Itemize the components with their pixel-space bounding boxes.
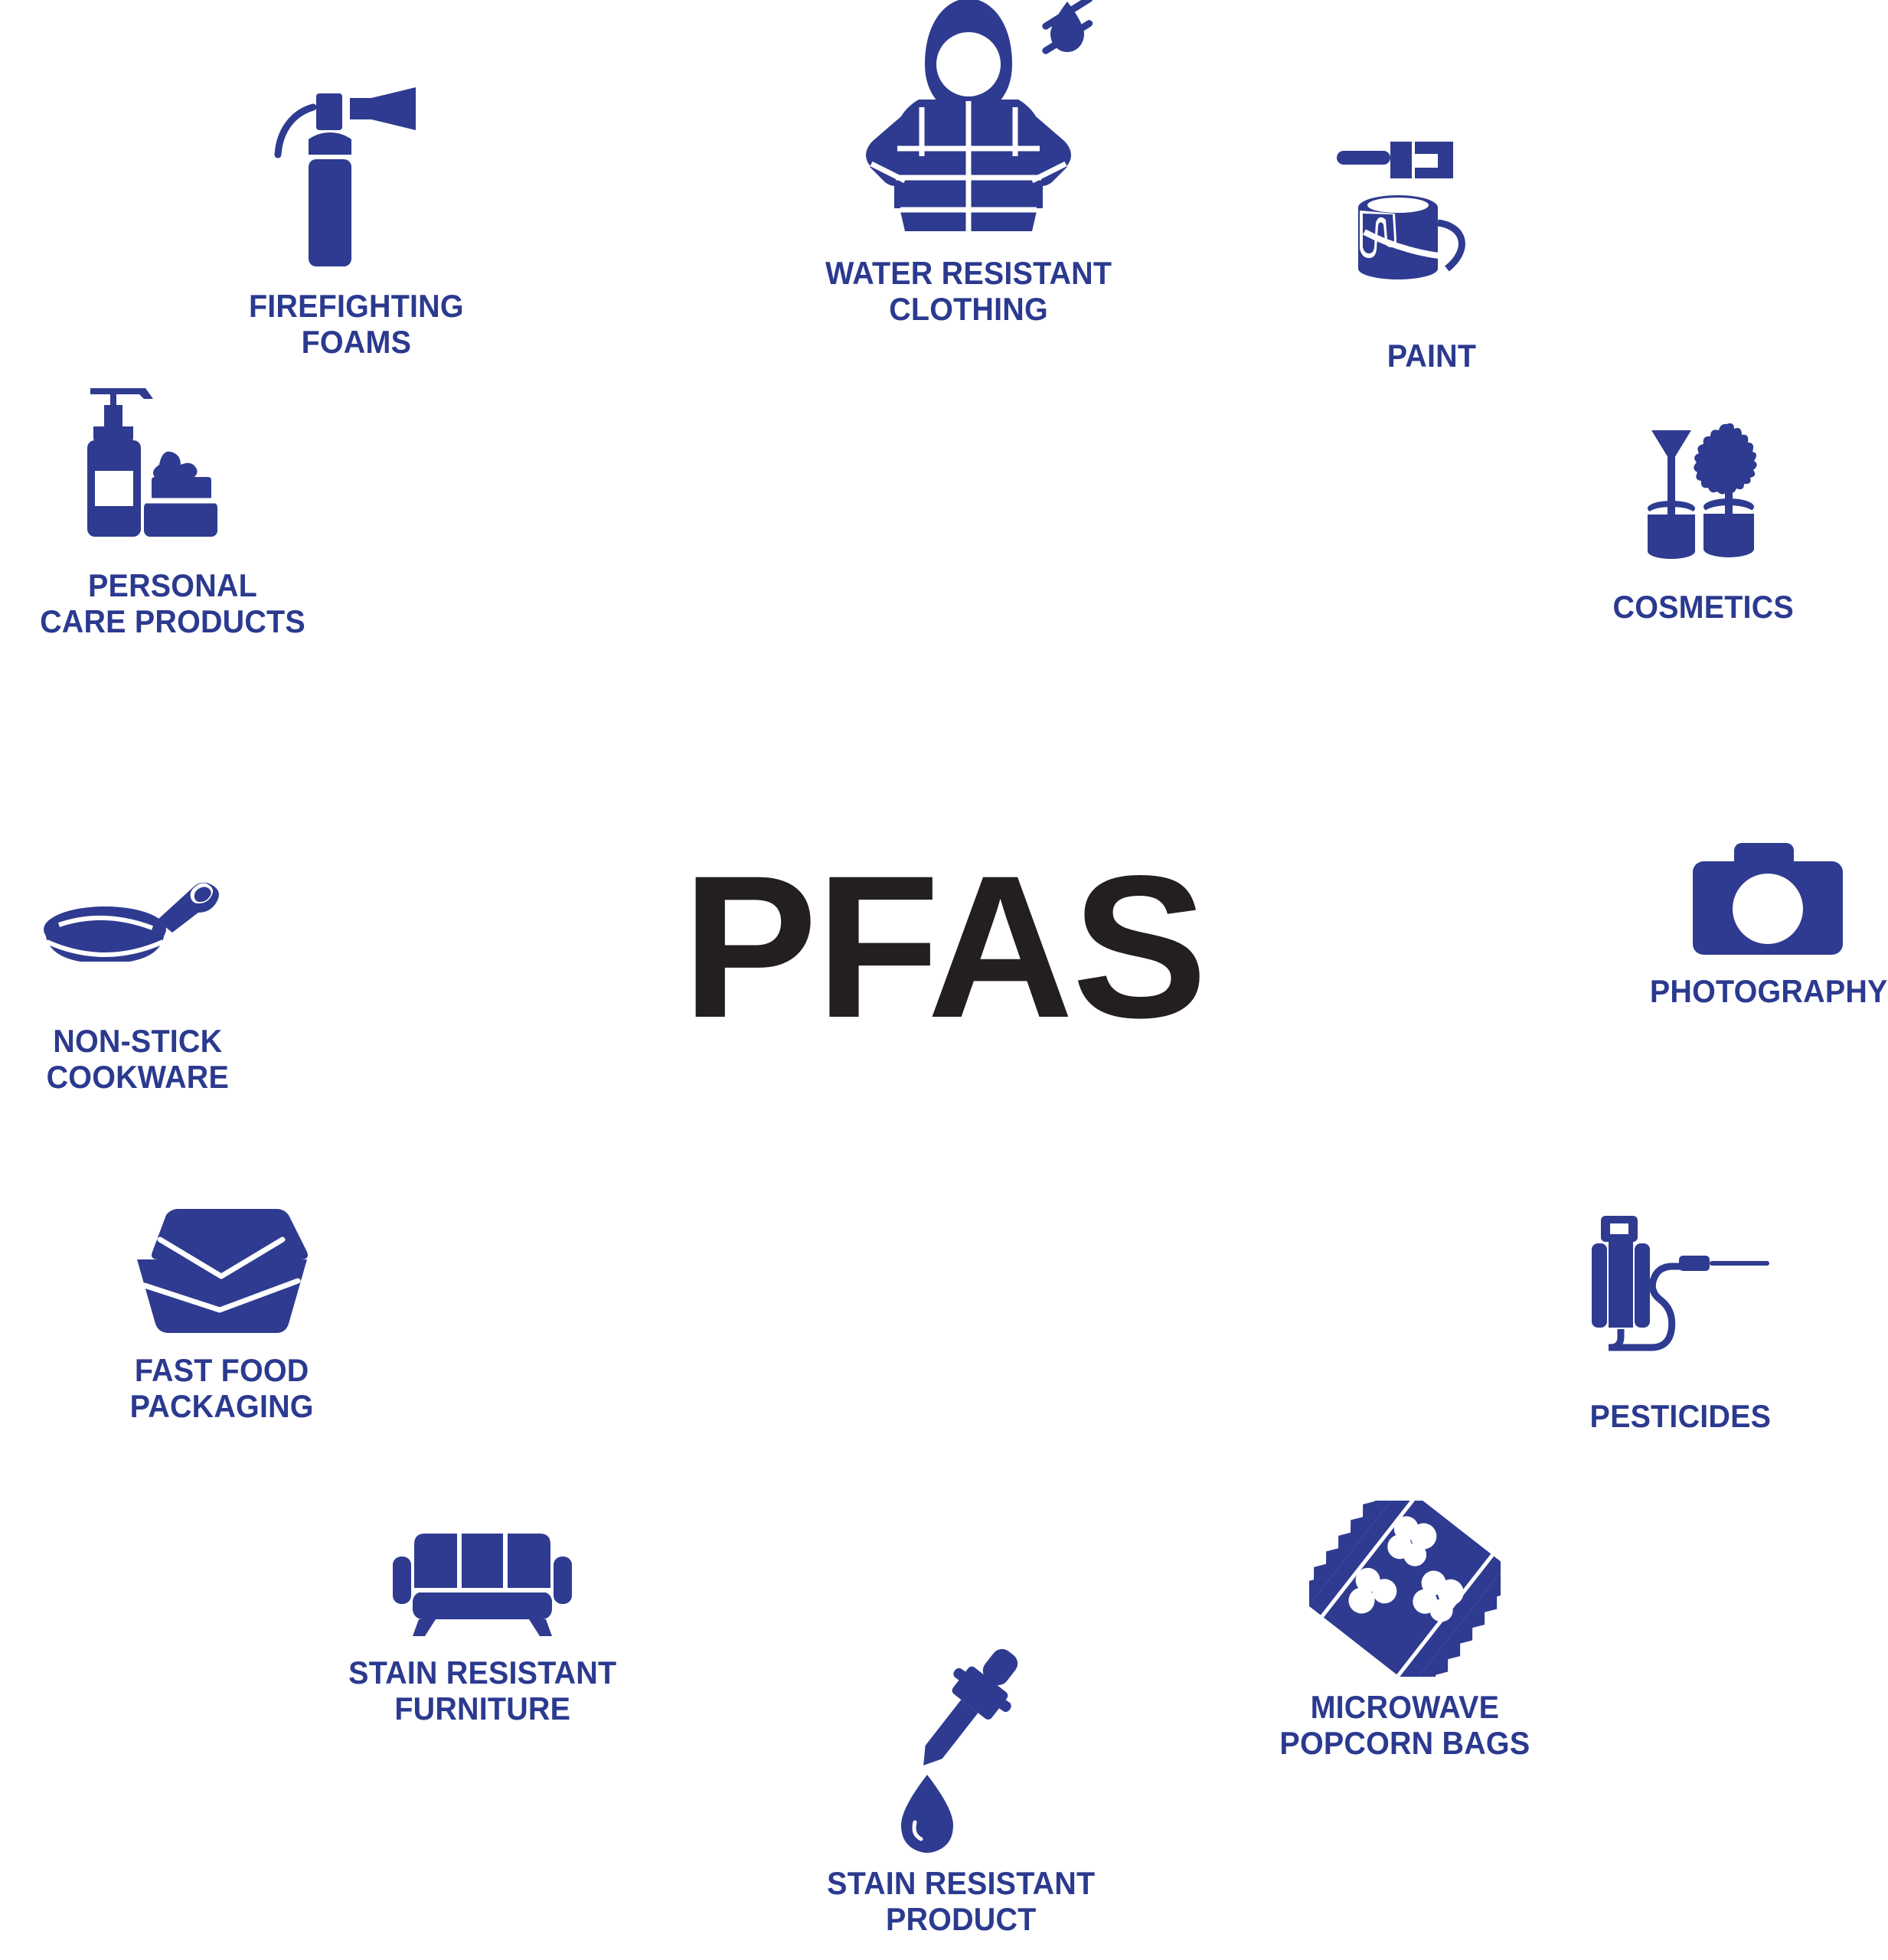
node-stain-resistant-product: STAIN RESISTANT PRODUCT	[796, 1631, 1125, 1937]
sofa-icon	[393, 1534, 572, 1636]
node-cosmetics: COSMETICS	[1558, 420, 1849, 625]
pump-bottle-cream-jar-icon	[87, 388, 217, 537]
popcorn-bag-icon	[1309, 1501, 1501, 1677]
node-label: STAIN RESISTANT FURNITURE	[348, 1655, 617, 1727]
frying-pan-icon	[44, 882, 219, 962]
node-label: COSMETICS	[1612, 589, 1795, 625]
node-label: FIREFIGHTING FOAMS	[248, 288, 464, 361]
dropper-pipette-icon	[901, 1648, 1018, 1853]
node-firefighting-foams: FIREFIGHTING FOAMS	[195, 84, 517, 360]
node-personal-care-products: PERSONAL CARE PRODUCTS	[0, 379, 345, 639]
fire-extinguisher-icon	[274, 87, 416, 266]
node-label: NON-STICK COOKWARE	[46, 1023, 230, 1096]
node-label: PERSONAL CARE PRODUCTS	[39, 567, 305, 640]
node-photography: PHOTOGRAPHY	[1631, 838, 1888, 1009]
node-paint: PAINT	[1271, 134, 1592, 374]
water-resistant-jacket-icon	[866, 0, 1093, 231]
node-label: STAIN RESISTANT PRODUCT	[826, 1865, 1096, 1938]
node-label: PHOTOGRAPHY	[1649, 973, 1888, 1009]
node-label: FAST FOOD PACKAGING	[129, 1352, 315, 1425]
pesticide-sprayer-icon	[1592, 1216, 1769, 1351]
node-label: PESTICIDES	[1589, 1398, 1772, 1434]
node-label: WATER RESISTANT CLOTHING	[825, 255, 1112, 328]
mascara-cosmetics-icon	[1648, 423, 1757, 559]
paint-can-brush-icon	[1337, 142, 1465, 279]
node-label: PAINT	[1387, 338, 1477, 374]
page-title: PFAS	[681, 834, 1207, 1060]
node-water-resistant-clothing: WATER RESISTANT CLOTHING	[739, 0, 1198, 327]
clamshell-container-icon	[137, 1209, 308, 1333]
node-pesticides: PESTICIDES	[1504, 1210, 1857, 1434]
node-label: MICROWAVE POPCORN BAGS	[1279, 1689, 1530, 1762]
node-non-stick-cookware: NON-STICK COOKWARE	[0, 873, 291, 1095]
node-stain-resistant-furniture: STAIN RESISTANT FURNITURE	[306, 1527, 658, 1726]
camera-icon	[1692, 843, 1843, 955]
node-microwave-popcorn-bags: MICROWAVE POPCORN BAGS	[1225, 1501, 1585, 1761]
node-fast-food-packaging: FAST FOOD PACKAGING	[57, 1206, 387, 1424]
